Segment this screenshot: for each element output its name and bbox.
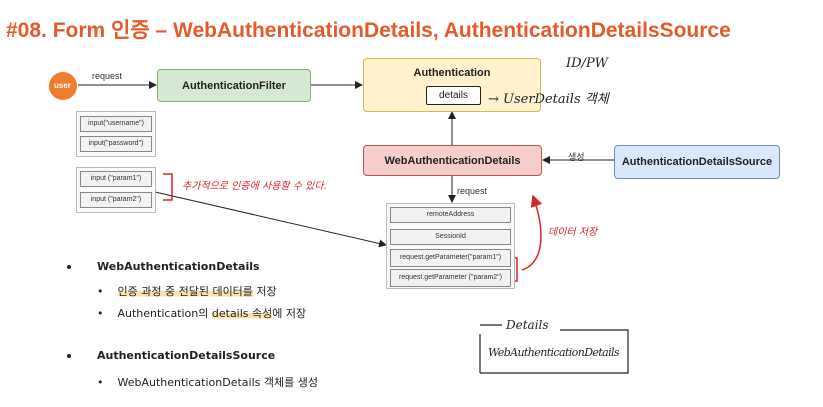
authentication-box: Authentication details bbox=[363, 58, 541, 112]
bullet-item-2-highlight: details 속성 bbox=[211, 307, 273, 320]
details-field: details bbox=[426, 86, 481, 105]
bullet-item-1-highlight: 인증 과정 중 전달된 데이터를 bbox=[117, 285, 253, 298]
field-remote-address: remoteAddress bbox=[390, 207, 511, 223]
request-label: request bbox=[92, 71, 123, 81]
user-circle bbox=[49, 72, 77, 100]
more-storable-note: 추가적으로 인증에 사용할 수 있다. bbox=[182, 181, 327, 192]
user-label: user bbox=[54, 81, 71, 90]
id-pw-note: ID/PW bbox=[566, 56, 609, 71]
bullet-item-3: •WebAuthenticationDetails 객체를 생성 bbox=[97, 376, 318, 389]
field-param2: request.getParameter ("param2") bbox=[390, 269, 511, 287]
bullet-heading-details-source: AuthenticationDetailsSource bbox=[97, 349, 276, 362]
field-param1: request.getParameter("param1") bbox=[390, 249, 511, 267]
request-label-2: request bbox=[457, 186, 488, 196]
bullet-item-2-pre: Authentication의 bbox=[117, 307, 212, 320]
input-password: input("password") bbox=[80, 136, 152, 152]
user-details-note: → UserDetails 객체 bbox=[488, 92, 609, 107]
details-box-value: WebAuthenticationDetails bbox=[488, 346, 620, 359]
field-session-id: SessionId bbox=[390, 229, 511, 245]
input-param2: input ("param2") bbox=[80, 192, 152, 208]
bullet-item-1-rest: 저장 bbox=[252, 285, 277, 298]
authentication-filter-box: AuthenticationFilter bbox=[157, 69, 311, 102]
input-param1: input ("param1") bbox=[80, 171, 152, 187]
details-box-label: Details bbox=[504, 318, 551, 332]
params-brace bbox=[163, 173, 173, 201]
param-to-fields-arrow bbox=[154, 191, 387, 248]
details-box-bracket bbox=[479, 329, 629, 374]
input-username: input("username") bbox=[80, 116, 152, 132]
authentication-label: Authentication bbox=[413, 67, 491, 79]
bullet-heading-web-auth-details: WebAuthenticationDetails bbox=[97, 260, 260, 273]
web-auth-details-box: WebAuthenticationDetails bbox=[363, 145, 542, 176]
bullet-item-2-rest: 에 저장 bbox=[272, 307, 307, 320]
bullet-item-3-text: WebAuthenticationDetails 객체를 생성 bbox=[117, 376, 318, 389]
bullet-dot-2 bbox=[67, 354, 71, 358]
bullet-dot-1 bbox=[67, 265, 71, 269]
bullet-item-2: •Authentication의 details 속성에 저장 bbox=[97, 307, 307, 320]
data-store-note: 데이터 저장 bbox=[548, 227, 598, 238]
page-title: #08. Form 인증 – WebAuthenticationDetails,… bbox=[6, 19, 731, 42]
created-label: 생성 bbox=[568, 152, 585, 162]
details-source-box: AuthenticationDetailsSource bbox=[614, 145, 780, 179]
data-store-curve bbox=[521, 194, 543, 271]
bullet-item-1: •인증 과정 중 전달된 데이터를 저장 bbox=[97, 285, 277, 298]
